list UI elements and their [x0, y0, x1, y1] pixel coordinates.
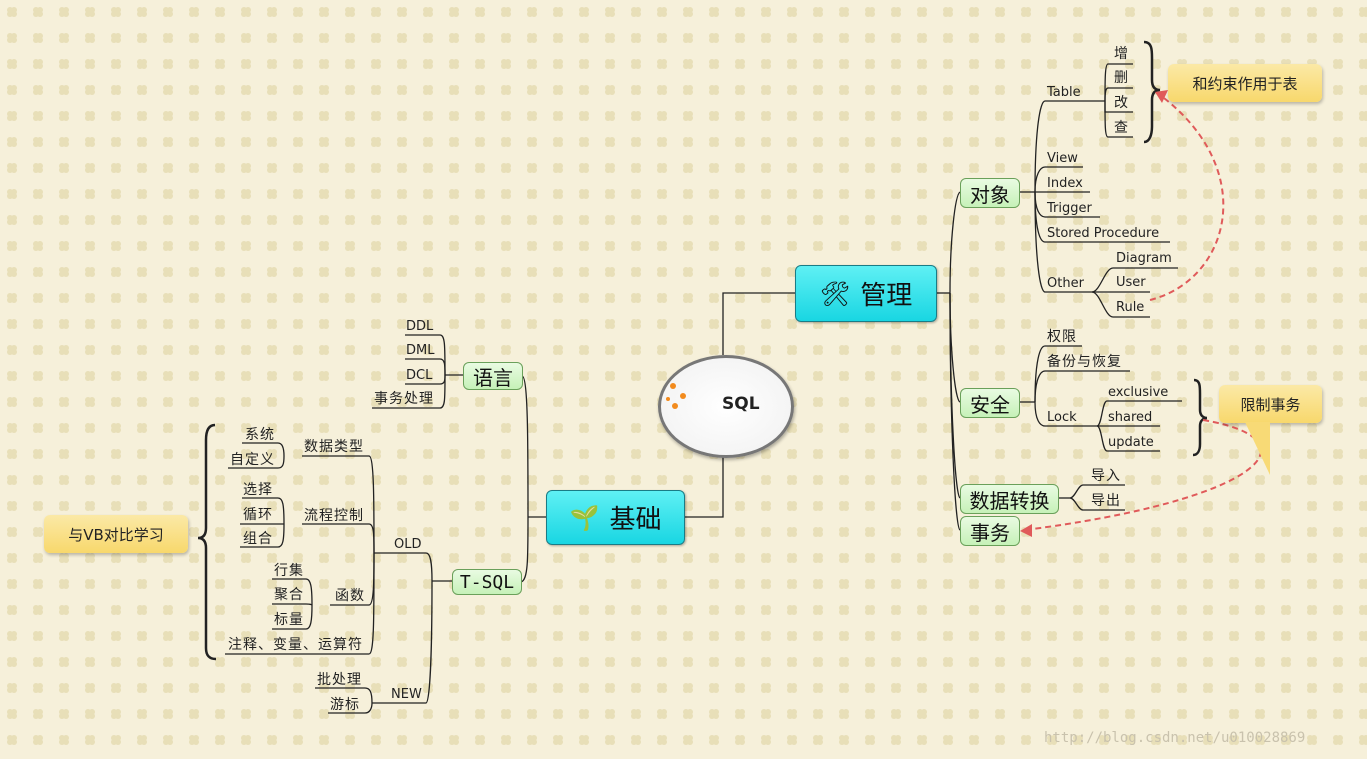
leaf-permission[interactable]: 权限 [1047, 329, 1077, 345]
central-topic[interactable] [658, 355, 794, 458]
leaf-select[interactable]: 选择 [243, 482, 273, 498]
leaf-transaction-processing[interactable]: 事务处理 [374, 391, 434, 407]
leaf-rowset[interactable]: 行集 [274, 563, 304, 579]
node-transform[interactable]: 数据转换 [960, 484, 1059, 514]
central-topic-title: SQL [722, 394, 760, 414]
leaf-system[interactable]: 系统 [245, 427, 275, 443]
leaf-trigger[interactable]: Trigger [1047, 201, 1092, 216]
leaf-shared[interactable]: shared [1108, 410, 1153, 425]
leaf-table[interactable]: Table [1047, 85, 1081, 100]
leaf-loop[interactable]: 循环 [243, 507, 273, 523]
watermark: http://blog.csdn.net/u010028869 [1044, 730, 1306, 746]
leaf-flow-control[interactable]: 流程控制 [304, 508, 364, 524]
branch-basic-label: 基础 [609, 505, 662, 535]
leaf-new[interactable]: NEW [391, 687, 422, 702]
leaf-scalar[interactable]: 标量 [274, 612, 304, 628]
sprout-icon: 🌱 [569, 503, 600, 532]
leaf-op-add[interactable]: 增 [1114, 46, 1129, 62]
note-vb-compare-label: 与VB对比学习 [68, 525, 164, 544]
leaf-dml[interactable]: DML [406, 343, 435, 358]
leaf-rule[interactable]: Rule [1116, 300, 1145, 315]
leaf-index[interactable]: Index [1047, 176, 1083, 191]
leaf-update[interactable]: update [1108, 435, 1154, 450]
leaf-function[interactable]: 函数 [335, 588, 365, 604]
logo-dot [680, 393, 686, 399]
note-vb-compare[interactable]: 与VB对比学习 [44, 515, 188, 553]
node-language[interactable]: 语言 [463, 362, 523, 390]
note-constraint[interactable]: 和约束作用于表 [1168, 64, 1322, 102]
leaf-cursor[interactable]: 游标 [330, 697, 360, 713]
leaf-aggregate[interactable]: 聚合 [274, 587, 304, 603]
leaf-ddl[interactable]: DDL [406, 319, 434, 334]
tools-icon: 🛠 [819, 279, 851, 308]
note-callout-tail [1245, 422, 1270, 475]
leaf-stored-procedure[interactable]: Stored Procedure [1047, 226, 1160, 241]
logo-dot [670, 383, 676, 389]
branch-manage-label: 管理 [860, 281, 913, 311]
leaf-view[interactable]: View [1047, 151, 1078, 166]
logo-dot [666, 397, 670, 401]
logo-dot [672, 403, 678, 409]
leaf-backup-restore[interactable]: 备份与恢复 [1047, 354, 1122, 370]
branch-manage[interactable]: 🛠 管理 [795, 265, 937, 322]
leaf-exclusive[interactable]: exclusive [1108, 385, 1169, 400]
leaf-custom[interactable]: 自定义 [230, 452, 275, 468]
leaf-datatype[interactable]: 数据类型 [304, 439, 364, 455]
leaf-export[interactable]: 导出 [1091, 493, 1121, 509]
node-transaction[interactable]: 事务 [960, 516, 1020, 546]
leaf-op-query[interactable]: 查 [1114, 120, 1129, 136]
leaf-import[interactable]: 导入 [1091, 468, 1121, 484]
leaf-op-delete[interactable]: 删 [1114, 70, 1129, 86]
leaf-lock[interactable]: Lock [1047, 410, 1077, 425]
node-tsql[interactable]: T-SQL [452, 569, 522, 595]
leaf-user[interactable]: User [1116, 275, 1146, 290]
leaf-batch[interactable]: 批处理 [317, 672, 362, 688]
leaf-other[interactable]: Other [1047, 276, 1084, 291]
node-object[interactable]: 对象 [960, 178, 1020, 208]
branch-basic[interactable]: 🌱 基础 [546, 490, 685, 545]
leaf-diagram[interactable]: Diagram [1116, 251, 1172, 266]
leaf-dcl[interactable]: DCL [406, 368, 433, 383]
leaf-combine[interactable]: 组合 [243, 531, 273, 547]
leaf-op-update[interactable]: 改 [1114, 95, 1129, 111]
note-limit-transaction[interactable]: 限制事务 [1219, 385, 1322, 423]
leaf-misc[interactable]: 注释、变量、运算符 [228, 637, 363, 653]
node-security[interactable]: 安全 [960, 388, 1020, 418]
leaf-old[interactable]: OLD [394, 537, 422, 552]
